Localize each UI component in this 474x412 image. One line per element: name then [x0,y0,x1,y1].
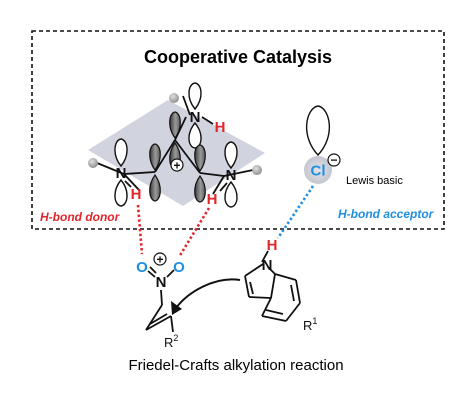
reaction-arrow [175,278,241,309]
bond-nh-left [124,180,132,188]
nitro-plus-circle [153,252,167,266]
atom-n-right: N [226,167,237,184]
chloride-lone-pair-lobe [305,105,331,157]
atom-indole-n: N [262,257,273,274]
hbond-acceptor-label: H-bond acceptor [338,207,435,221]
hbond-acceptor [276,185,315,239]
bond-nh-top [201,116,214,125]
atom-n-left: N [116,165,127,182]
indole-ring [244,250,301,322]
nitro-plus-sign: + [156,253,163,267]
r1-group-label: R1 [303,316,317,333]
atom-chloride: Cl [311,163,326,180]
atom-nitro-o-left: O [136,259,148,276]
atom-h-left: H [131,186,142,203]
atom-h-right: H [207,191,218,208]
cation-charge-circle [170,158,184,172]
methyl-dot-right [252,165,262,175]
diagram-title: Cooperative Catalysis [144,47,332,67]
atom-nitro-n: N [156,274,167,291]
atom-n-top: N [190,109,201,126]
nitrogen-p-orbitals [114,82,238,208]
methyl-dot-left [88,158,98,168]
chloride-halo [304,156,332,184]
hbond-right-donor [177,207,211,258]
cation-plus-sign: + [173,159,180,173]
r2-group-label: R2 [164,333,178,350]
bond-nh-right [219,182,228,192]
hbond-donor-label: H-bond donor [40,210,121,224]
chloride-minus-sign: − [330,153,337,167]
methyl-dot-top [169,93,179,103]
chloride-charge-circle [327,153,341,167]
atom-h-top: H [215,119,226,136]
atom-nitro-o-right: O [173,259,185,276]
nitroalkene-bonds [145,266,175,333]
atom-indole-h: H [267,237,278,254]
catalysis-frame [31,30,445,230]
lewis-basic-label: Lewis basic [346,175,403,187]
reaction-arrowhead [171,301,182,315]
hbond-left-donor [136,204,144,255]
reaction-caption: Friedel-Crafts alkylation reaction [128,357,343,374]
